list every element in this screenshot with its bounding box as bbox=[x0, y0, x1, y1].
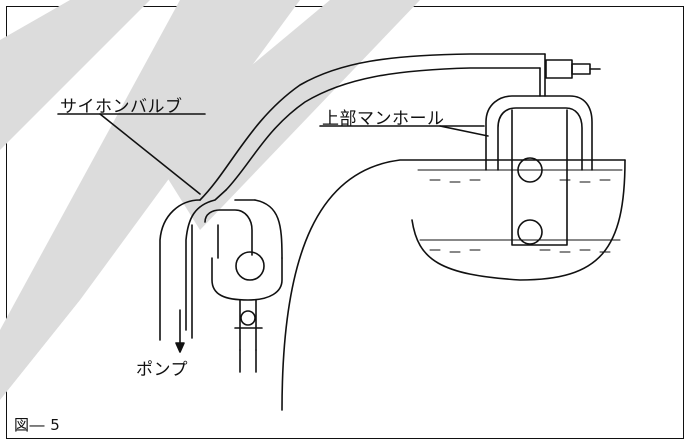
siphon-bowl bbox=[211, 257, 283, 301]
vent-valve bbox=[545, 59, 573, 79]
siphon-left-leg bbox=[159, 199, 201, 341]
float-tube bbox=[511, 109, 568, 246]
float-ball-lower bbox=[517, 219, 543, 245]
drain-pipe bbox=[239, 299, 257, 351]
siphon-pipe-outer bbox=[199, 53, 546, 201]
siphon-valve-label: サイホンバルブ bbox=[60, 97, 183, 117]
tank-liquid bbox=[417, 169, 623, 253]
siphon-float-ball bbox=[235, 251, 265, 281]
figure-caption: 図― 5 bbox=[14, 416, 61, 434]
watermark bbox=[0, 0, 420, 400]
tank-bottom bbox=[411, 159, 626, 281]
manhole-housing bbox=[485, 95, 593, 171]
siphon-pipe-inner bbox=[225, 67, 541, 191]
float-ball-upper bbox=[517, 157, 543, 183]
drain-cock bbox=[240, 310, 256, 326]
pump-label: ポンプ bbox=[136, 360, 188, 380]
tank-outline bbox=[281, 159, 626, 411]
upper-manhole-label: 上部マンホール bbox=[322, 109, 445, 129]
